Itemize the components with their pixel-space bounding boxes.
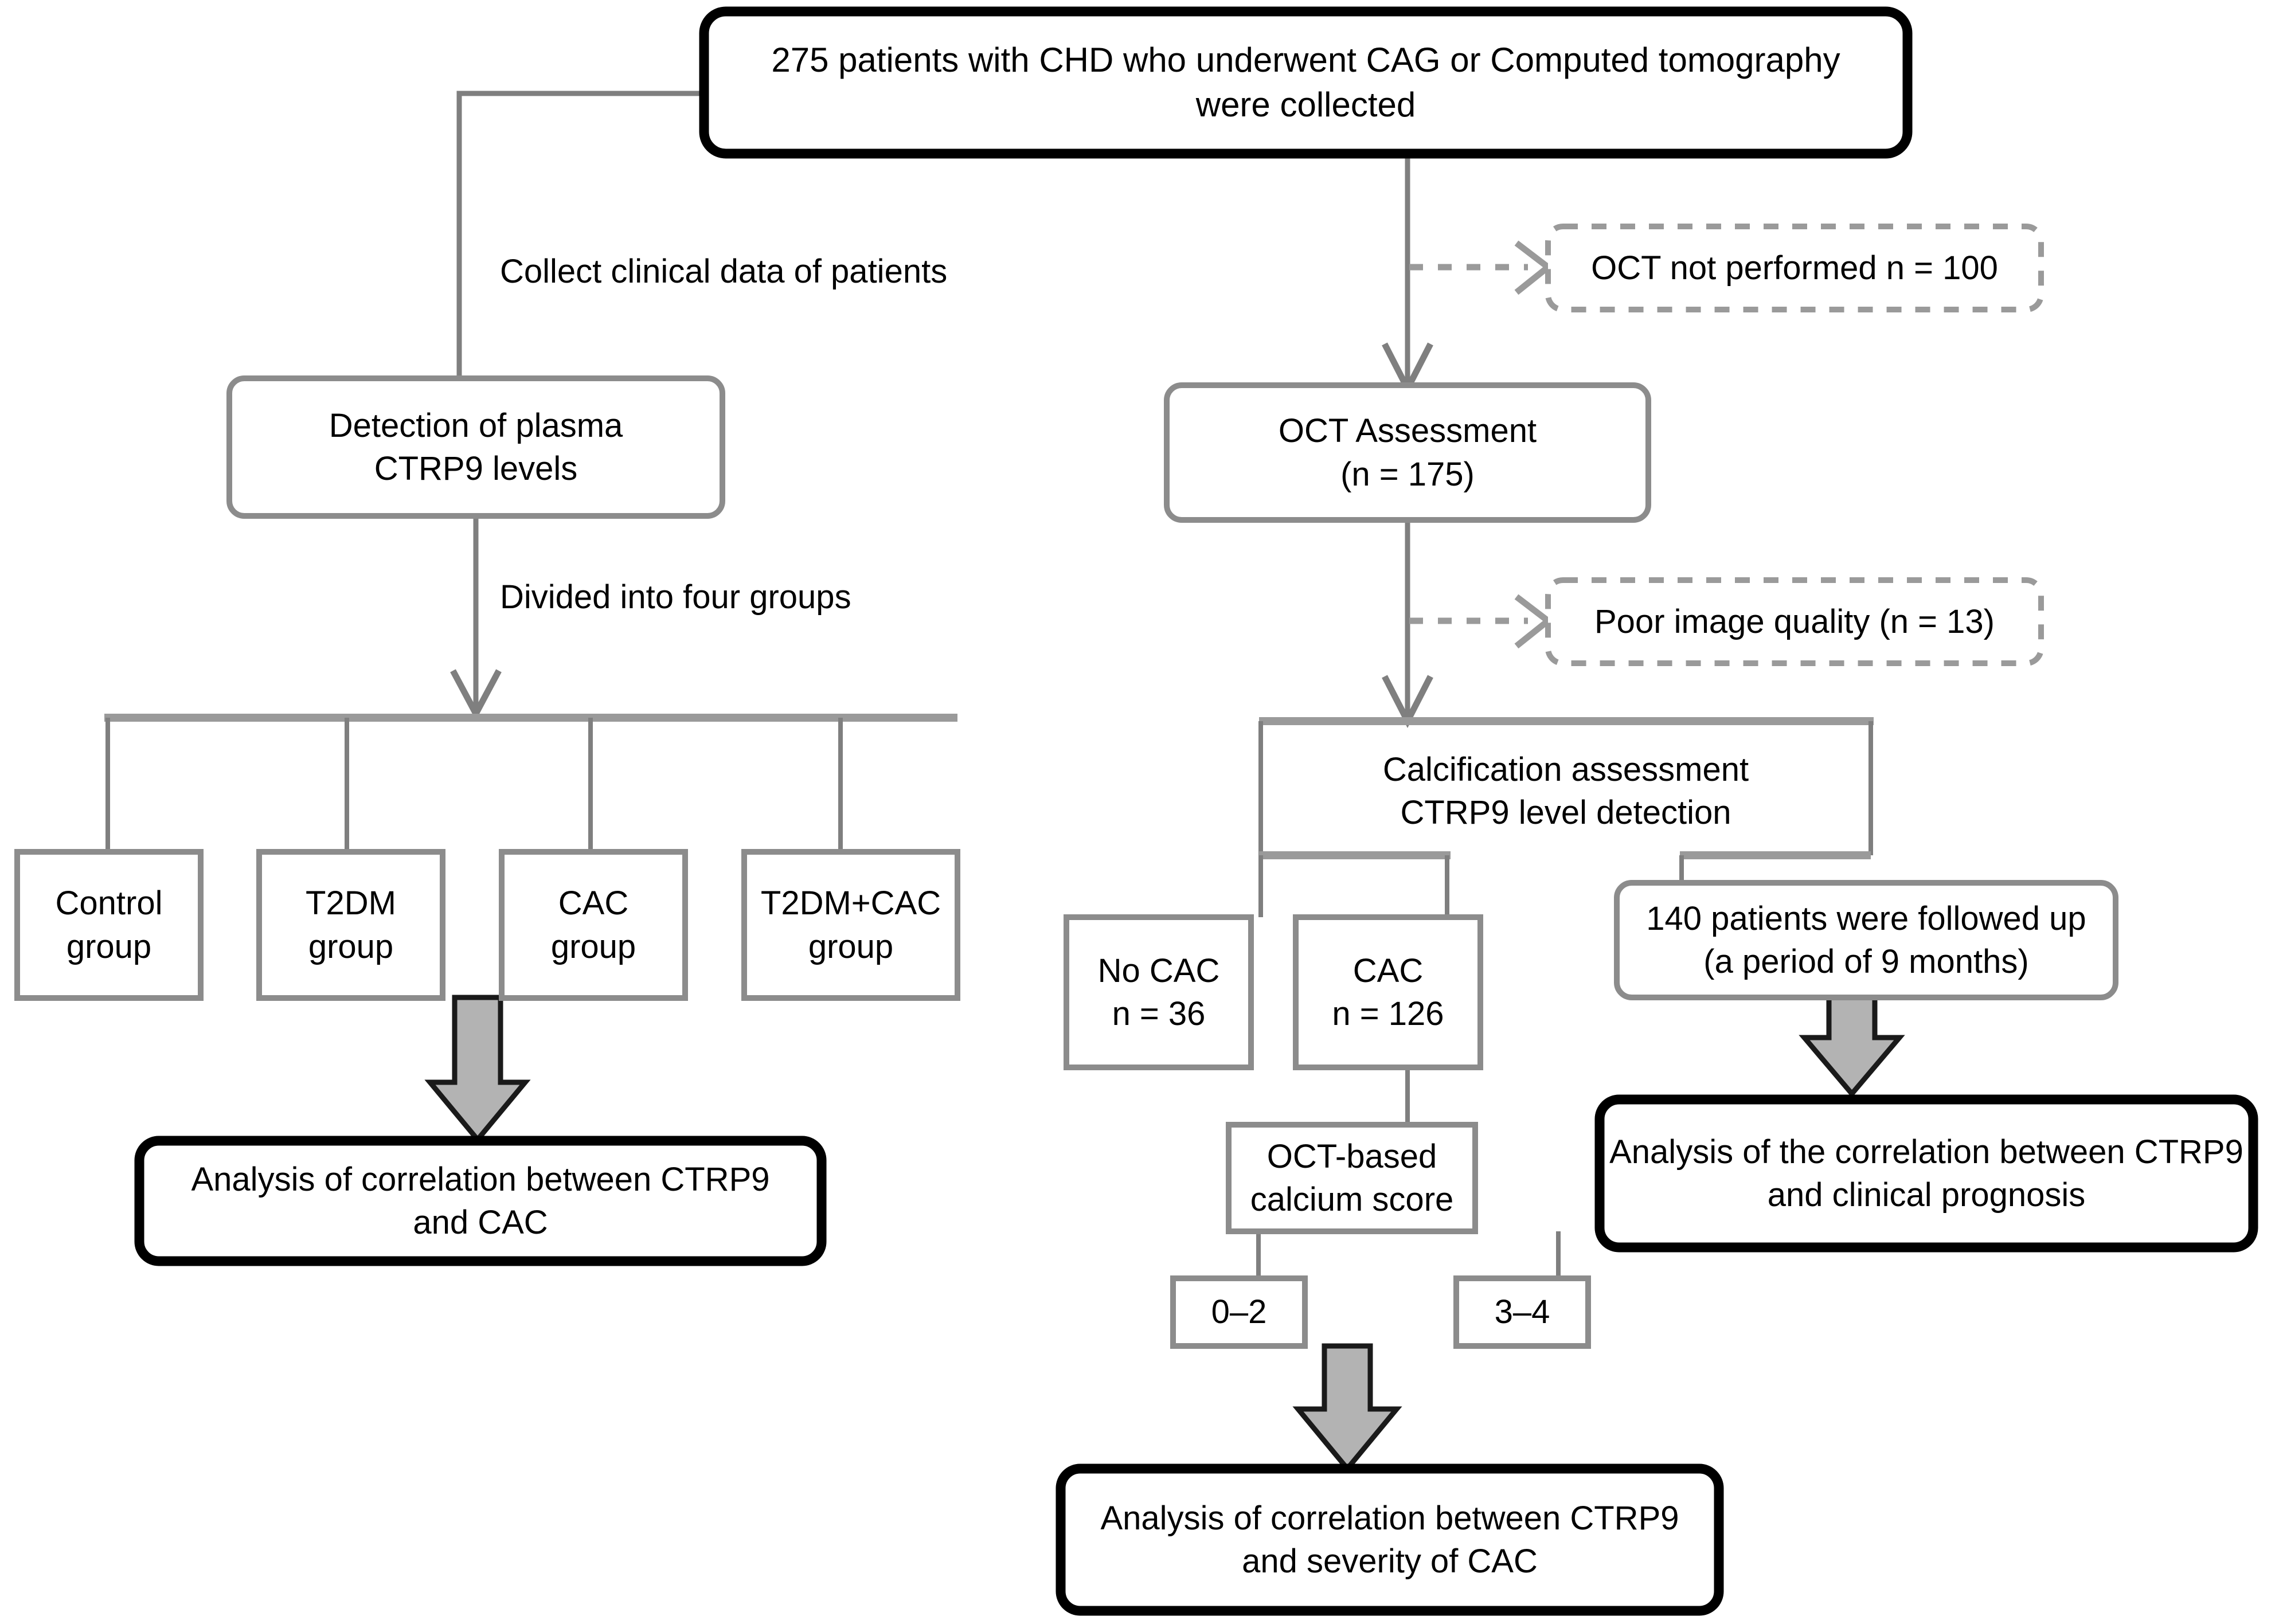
arrowhead-oct-exclusion	[1514, 240, 1553, 295]
connector-enrollment-to-plasma	[456, 91, 704, 378]
node-shape-cac	[1293, 914, 1483, 1070]
node-shape-oct-assessment	[1164, 382, 1651, 523]
edge-label-collect-clinical-data: Collect clinical data of patients	[500, 253, 948, 290]
node-shape-poor-image-quality	[1545, 577, 2044, 666]
edge-label-divided-into-groups: Divided into four groups	[500, 578, 851, 616]
node-shape-group-t2dm	[256, 849, 445, 1001]
node-shape-no-cac	[1064, 914, 1254, 1070]
node-shape-group-t2dm-cac	[741, 849, 960, 1001]
node-shape-score-3-4	[1453, 1275, 1591, 1349]
block-arrow-followup-to-outcome-prognosis	[1799, 993, 1905, 1098]
node-shape-outcome-prognosis	[1594, 1094, 2258, 1253]
node-shape-plasma-detection	[226, 375, 725, 519]
node-shape-outcome-cac	[134, 1136, 827, 1266]
node-shape-group-control	[14, 849, 204, 1001]
node-shape-outcome-severity	[1056, 1463, 1724, 1616]
node-shape-calcium-score	[1226, 1122, 1478, 1234]
block-arrow-groups-to-outcome-cac	[424, 995, 531, 1144]
node-shape-oct-not-performed	[1545, 224, 2044, 312]
arrowhead-quality-exclusion	[1514, 594, 1553, 649]
node-shape-followup	[1614, 880, 2118, 1000]
node-shape-score-0-2	[1170, 1275, 1308, 1349]
block-arrow-score-to-outcome-severity	[1292, 1343, 1402, 1473]
node-shape-group-cac	[499, 849, 688, 1001]
node-shape-enrollment	[699, 6, 1913, 159]
